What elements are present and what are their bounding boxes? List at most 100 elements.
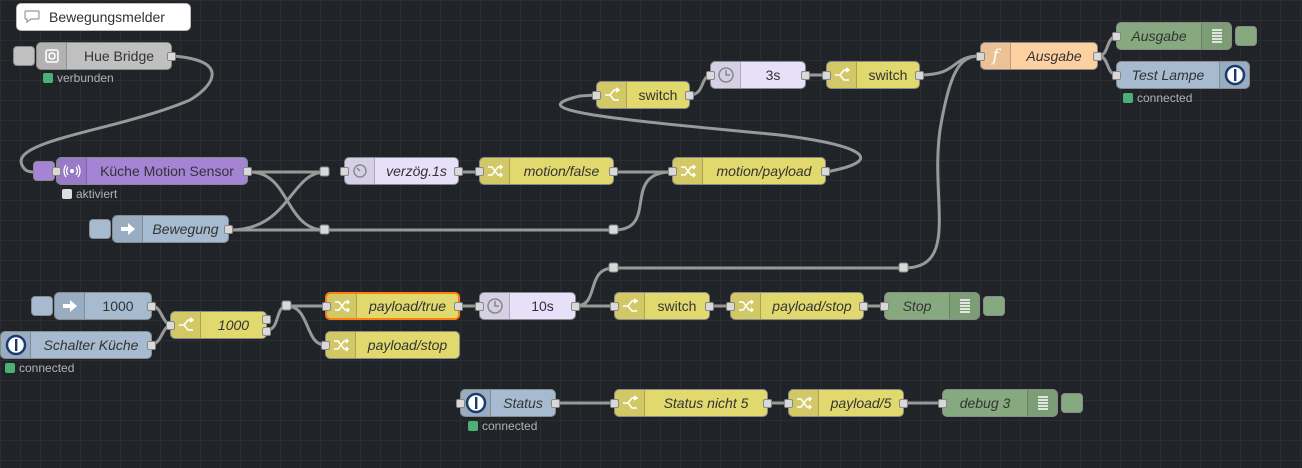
stop-debug-node[interactable]: Stop — [880, 292, 1005, 320]
motion-sensor-node[interactable]: Küche Motion Sensor — [33, 157, 252, 185]
output-port[interactable] — [147, 341, 156, 350]
input-port[interactable] — [784, 399, 793, 408]
schalter-label: Schalter Küche — [43, 337, 139, 353]
switch-mid-label: switch — [657, 298, 697, 314]
inject-1000-button[interactable] — [31, 296, 53, 316]
ausgabe-fn-label: Ausgabe — [1026, 48, 1082, 64]
input-port[interactable] — [610, 302, 619, 311]
input-port[interactable] — [166, 321, 175, 330]
input-port[interactable] — [340, 167, 349, 176]
output-port[interactable] — [571, 302, 580, 311]
debug-list-icon — [949, 293, 979, 319]
output-port[interactable] — [763, 399, 772, 408]
clock-icon — [480, 293, 510, 319]
status-dot — [5, 363, 15, 373]
output-port-2[interactable] — [262, 327, 271, 336]
stop-debug-toggle[interactable] — [983, 296, 1005, 316]
input-port[interactable] — [592, 91, 601, 100]
output-port[interactable] — [801, 71, 810, 80]
switch-top-node[interactable]: switch — [592, 81, 694, 109]
output-port[interactable] — [685, 91, 694, 100]
ausgabe-debug-node[interactable]: Ausgabe — [1112, 22, 1257, 50]
output-port[interactable] — [454, 167, 463, 176]
input-port[interactable] — [1112, 32, 1121, 41]
motion-waves-icon — [57, 158, 87, 184]
input-port[interactable] — [52, 167, 61, 176]
switch-top-label: switch — [638, 87, 678, 103]
input-port[interactable] — [880, 302, 889, 311]
shuffle-icon — [789, 390, 819, 416]
arrow-right-icon — [55, 293, 85, 319]
inject-1000-label: 1000 — [102, 298, 134, 314]
payload-stop-mid-change-node[interactable]: payload/stop — [726, 292, 868, 320]
motion-payload-change-node[interactable]: motion/payload — [668, 157, 830, 185]
schalter-kueche-node[interactable]: Schalter Küche — [0, 331, 156, 359]
hue-bridge-status: verbunden — [43, 71, 114, 85]
output-port-1[interactable] — [262, 315, 271, 324]
delay-3s-label: 3s — [765, 67, 781, 83]
ausgabe-function-node[interactable]: f Ausgabe — [976, 42, 1102, 70]
hue-bridge-icon — [37, 43, 67, 69]
bewegung-inject-node[interactable]: Bewegung — [89, 215, 233, 243]
output-port[interactable] — [243, 167, 252, 176]
payload5-change-node[interactable]: payload/5 — [784, 389, 908, 417]
inject-1000-node[interactable]: 1000 — [31, 292, 156, 320]
ausgabe-debug-toggle[interactable] — [1235, 26, 1257, 46]
comment-node[interactable]: Bewegungsmelder — [16, 3, 191, 31]
input-port[interactable] — [726, 302, 735, 311]
switch-mid-node[interactable]: switch — [610, 292, 714, 320]
status-nicht5-switch-node[interactable]: Status nicht 5 — [610, 389, 772, 417]
motion-sensor-status: aktiviert — [62, 187, 117, 201]
input-port[interactable] — [938, 399, 947, 408]
output-port[interactable] — [454, 302, 463, 311]
input-port[interactable] — [822, 71, 831, 80]
test-lampe-node[interactable]: Test Lampe — [1112, 61, 1250, 89]
status-input-node[interactable]: Status — [456, 389, 560, 417]
status-nicht5-label: Status nicht 5 — [663, 395, 749, 411]
output-port[interactable] — [899, 399, 908, 408]
delay-3s-node[interactable]: 3s — [706, 61, 810, 89]
status-dot — [1123, 93, 1133, 103]
debug3-node[interactable]: debug 3 — [938, 389, 1083, 417]
motion-payload-label: motion/payload — [716, 163, 812, 179]
debug3-toggle[interactable] — [1061, 393, 1083, 413]
wire — [575, 54, 981, 308]
input-port[interactable] — [976, 52, 985, 61]
motion-false-change-node[interactable]: motion/false — [475, 157, 618, 185]
output-port[interactable] — [224, 225, 233, 234]
power-icon — [1219, 62, 1249, 88]
output-port[interactable] — [609, 167, 618, 176]
payload-stop-low-label: payload/stop — [367, 337, 448, 353]
input-port[interactable] — [475, 167, 484, 176]
output-port[interactable] — [915, 71, 924, 80]
input-port[interactable] — [1112, 71, 1121, 80]
delay-10s-node[interactable]: 10s — [475, 292, 580, 320]
output-port[interactable] — [859, 302, 868, 311]
switch-icon — [827, 62, 857, 88]
switch-1000-node[interactable]: 1000 — [166, 311, 271, 339]
payload-stop-low-change-node[interactable]: payload/stop — [321, 331, 460, 359]
payload-true-change-node[interactable]: payload/true — [322, 292, 463, 320]
hue-bridge-node[interactable]: Hue Bridge — [13, 42, 176, 70]
input-port[interactable] — [475, 302, 484, 311]
input-port[interactable] — [322, 302, 331, 311]
output-port[interactable] — [167, 52, 176, 61]
input-port[interactable] — [706, 71, 715, 80]
output-port[interactable] — [147, 302, 156, 311]
output-port[interactable] — [1093, 52, 1102, 61]
hue-bridge-button[interactable] — [13, 46, 35, 66]
output-port[interactable] — [551, 399, 560, 408]
switch-top2-node[interactable]: switch — [822, 61, 924, 89]
switch-icon — [597, 82, 627, 108]
output-port[interactable] — [821, 167, 830, 176]
wire — [558, 93, 863, 174]
input-port[interactable] — [668, 167, 677, 176]
output-port[interactable] — [705, 302, 714, 311]
input-port[interactable] — [456, 399, 465, 408]
bewegung-inject-button[interactable] — [89, 219, 111, 239]
input-port[interactable] — [610, 399, 619, 408]
debug3-label: debug 3 — [959, 395, 1011, 411]
verzog-trigger-node[interactable]: verzög.1s — [340, 157, 463, 185]
input-port[interactable] — [321, 341, 330, 350]
